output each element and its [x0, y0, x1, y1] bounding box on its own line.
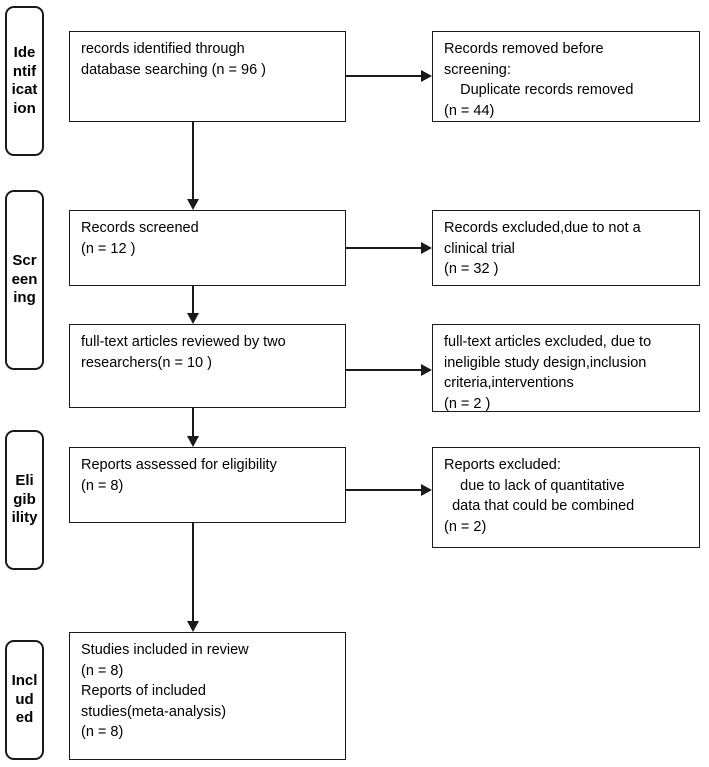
connector-screened-to-excluded	[346, 247, 421, 249]
box-records-screened-text: Records screened (n = 12 )	[81, 220, 199, 257]
box-fulltext-excluded: full-text articles excluded, due to inel…	[432, 324, 700, 412]
box-records-removed-line2: Duplicate records removed	[444, 82, 634, 98]
box-records-excluded-text: Records excluded,due to not a clinical t…	[444, 220, 641, 277]
connector-fulltext-to-excluded	[346, 369, 421, 371]
stage-label-identification: Identification	[5, 6, 44, 156]
stage-label-included: Included	[5, 640, 44, 760]
arrowhead-reports-to-included	[187, 621, 199, 632]
stage-label-identification-text: Identification	[11, 44, 38, 117]
connector-screened-to-fulltext	[192, 286, 194, 313]
connector-fulltext-to-reports	[192, 408, 194, 436]
box-records-removed: Records removed before screening: Duplic…	[432, 31, 700, 122]
arrowhead-identified-to-removed	[421, 70, 432, 82]
box-reports-assessed: Reports assessed for eligibility (n = 8)	[69, 447, 346, 523]
box-records-removed-text: Records removed before screening: Duplic…	[444, 39, 689, 121]
connector-identified-to-removed	[346, 75, 421, 77]
box-records-identified: records identified through database sear…	[69, 31, 346, 122]
box-records-identified-text: records identified through database sear…	[81, 41, 266, 78]
arrowhead-screened-to-fulltext	[187, 313, 199, 324]
stage-label-screening-text: Screening	[11, 252, 38, 307]
stage-label-included-text: Included	[11, 672, 38, 727]
box-fulltext-reviewed-text: full-text articles reviewed by two resea…	[81, 334, 286, 371]
box-records-removed-line3: (n = 44)	[444, 102, 495, 119]
arrowhead-fulltext-to-reports	[187, 436, 199, 447]
box-studies-included-text: Studies included in review (n = 8) Repor…	[81, 642, 249, 740]
box-fulltext-reviewed: full-text articles reviewed by two resea…	[69, 324, 346, 408]
connector-reports-to-excluded	[346, 489, 421, 491]
arrowhead-fulltext-to-excluded	[421, 364, 432, 376]
box-records-removed-prefix: Records removed	[444, 41, 563, 57]
stage-label-eligibility: Eligibility	[5, 430, 44, 570]
connector-reports-to-included	[192, 523, 194, 621]
arrowhead-reports-to-excluded	[421, 484, 432, 496]
box-fulltext-excluded-text: full-text articles excluded, due to inel…	[444, 334, 652, 412]
box-records-removed-suffix: :	[506, 61, 511, 78]
box-reports-excluded-text: Reports excluded: due to lack of quantit…	[444, 457, 635, 535]
box-records-excluded: Records excluded,due to not a clinical t…	[432, 210, 700, 286]
stage-label-eligibility-text: Eligibility	[11, 472, 38, 527]
stage-label-screening: Screening	[5, 190, 44, 370]
box-studies-included: Studies included in review (n = 8) Repor…	[69, 632, 346, 760]
box-records-removed-italic: before screening	[444, 41, 604, 78]
box-reports-excluded: Reports excluded: due to lack of quantit…	[432, 447, 700, 548]
arrowhead-screened-to-excluded	[421, 242, 432, 254]
box-reports-assessed-text: Reports assessed for eligibility (n = 8)	[81, 457, 277, 494]
box-records-screened: Records screened (n = 12 )	[69, 210, 346, 286]
connector-identified-to-screened	[192, 122, 194, 199]
arrowhead-identified-to-screened	[187, 199, 199, 210]
